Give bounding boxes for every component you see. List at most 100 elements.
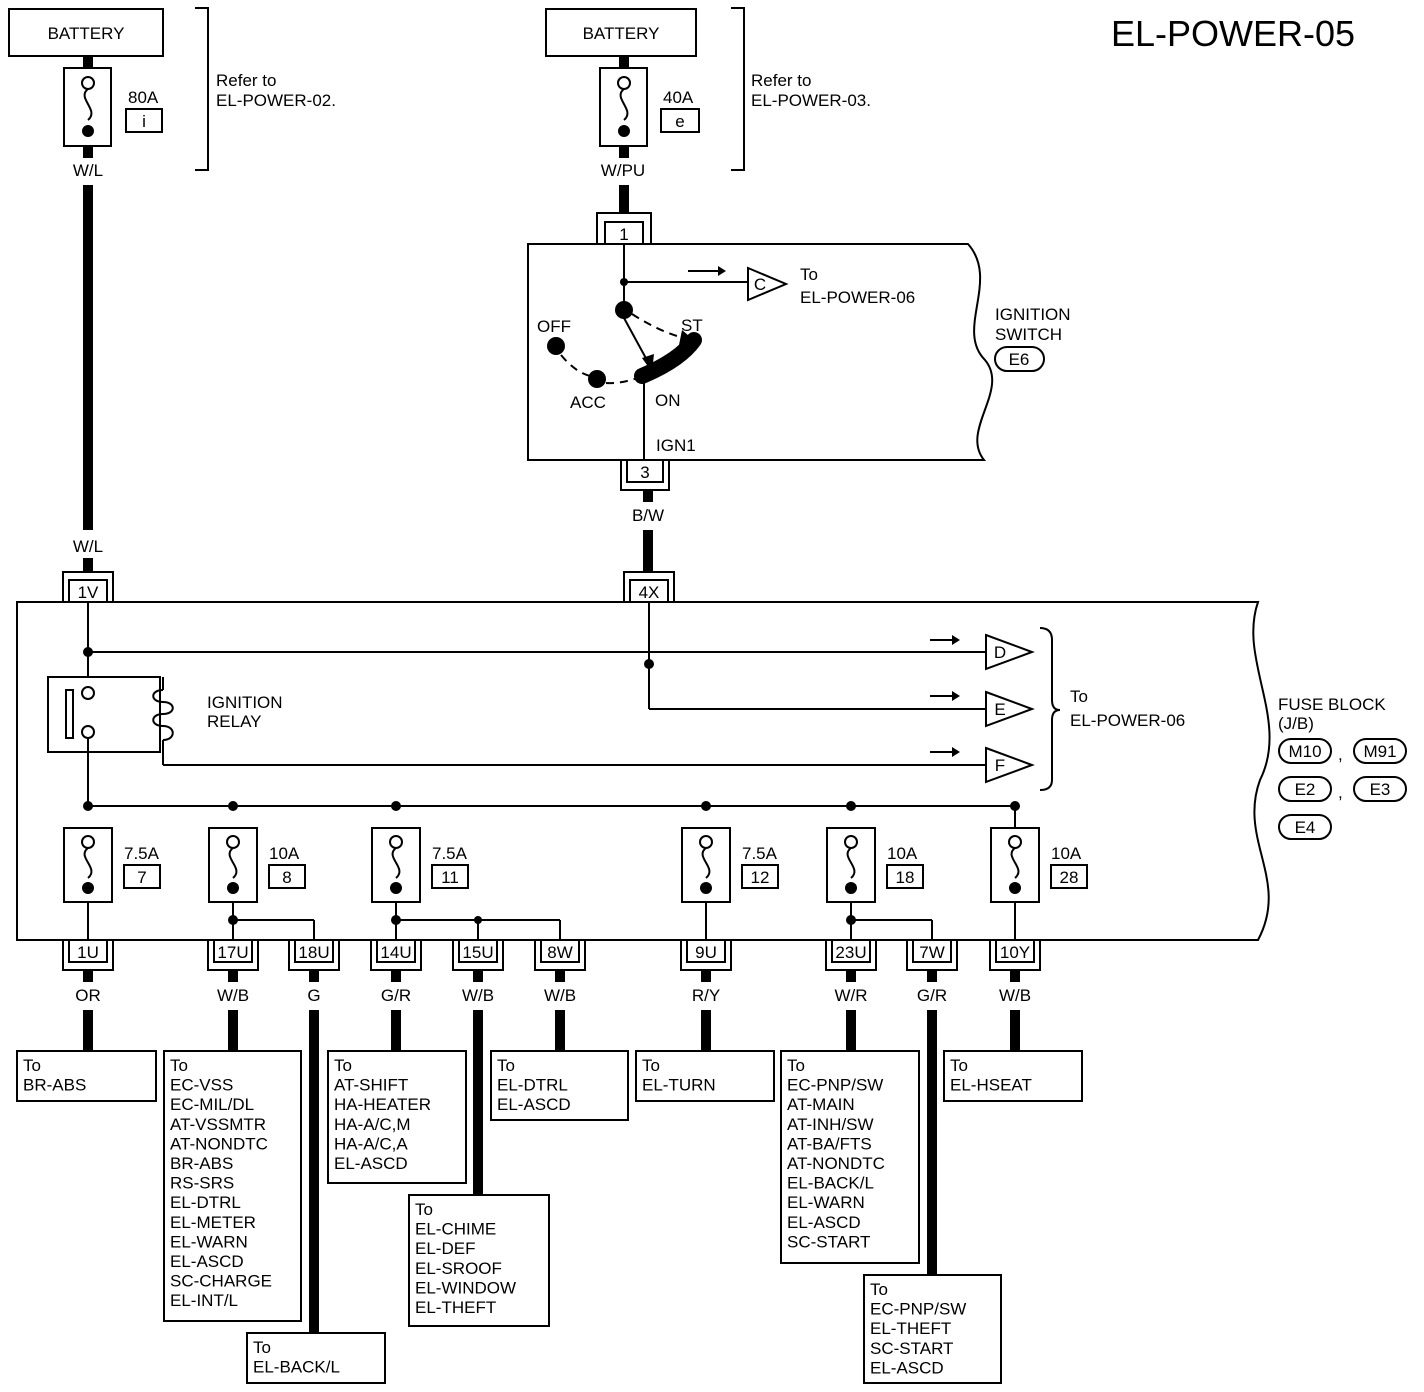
- fusible-link-40a: [599, 67, 648, 147]
- ign-to: To: [800, 265, 818, 284]
- destination-item: AT-NONDTC: [787, 1154, 885, 1173]
- output-terminal-9u: 9U R/Y: [680, 939, 732, 1051]
- destination-item: EL-SROOF: [415, 1259, 502, 1278]
- fuse-bottom-terminal: [82, 882, 94, 894]
- destination-frame: [490, 1050, 629, 1121]
- terminal-label: 9U: [695, 943, 717, 962]
- connector-c-ignition: [747, 266, 789, 302]
- fuse-40a-rating: 40A: [663, 88, 694, 107]
- svg-text:E2: E2: [1295, 780, 1316, 799]
- terminal-label: 10Y: [1000, 943, 1030, 962]
- terminal-label: 23U: [835, 943, 866, 962]
- fuse-40a-id: e: [675, 112, 684, 131]
- destination-item: EL-ASCD: [787, 1213, 861, 1232]
- destination-item: EL-WARN: [170, 1232, 248, 1251]
- svg-text:3: 3: [640, 463, 649, 482]
- fuse-number-box: [886, 864, 924, 889]
- pos-on: ON: [655, 391, 681, 410]
- fuse-top-terminal: [81, 835, 95, 849]
- fuse-number: 8: [282, 868, 291, 887]
- connector-f: F: [985, 746, 1035, 784]
- destination-to: To: [870, 1280, 888, 1299]
- svg-text:M91: M91: [1363, 742, 1396, 761]
- pos-acc: ACC: [570, 393, 606, 412]
- pos-st: ST: [681, 316, 703, 335]
- fb-dest: EL-POWER-06: [1070, 711, 1185, 730]
- battery-left: BATTERY: [8, 8, 164, 57]
- destination-box-4: ToAT-SHIFTHA-HEATERHA-A/C,MHA-A/C,AEL-AS…: [327, 1050, 467, 1184]
- destination-item: EC-PNP/SW: [870, 1300, 966, 1319]
- terminal-label: 14U: [380, 943, 411, 962]
- wire-bw: B/W: [632, 506, 664, 525]
- fuse-number-box: [1050, 864, 1088, 889]
- terminal-label: 15U: [462, 943, 493, 962]
- fuse-bottom-terminal: [700, 882, 712, 894]
- destination-item: HA-A/C,M: [334, 1115, 411, 1134]
- destination-item: EL-THEFT: [415, 1298, 496, 1317]
- destination-box-2: ToEC-VSSEC-MIL/DLAT-VSSMTRAT-NONDTCBR-AB…: [163, 1050, 302, 1322]
- ignition-switch-body: [527, 243, 994, 461]
- terminal-label: 8W: [547, 943, 573, 962]
- destination-item: AT-VSSMTR: [170, 1115, 266, 1134]
- ign-switch-connector-e6: E6: [994, 346, 1045, 372]
- fuse-bottom-terminal: [845, 882, 857, 894]
- destination-item: AT-MAIN: [787, 1095, 855, 1114]
- destination-item: EL-ASCD: [497, 1095, 571, 1114]
- fuse-amp: 10A: [269, 844, 300, 863]
- destination-item: EL-METER: [170, 1213, 256, 1232]
- destination-to: To: [170, 1056, 188, 1075]
- svg-text:E6: E6: [1009, 350, 1030, 369]
- terminal-box: [458, 939, 498, 963]
- fb-sep-1: ,: [1338, 745, 1343, 764]
- destination-item: EL-TURN: [642, 1076, 716, 1095]
- destination-to: To: [334, 1056, 352, 1075]
- destination-frame: [635, 1050, 775, 1102]
- fb-to: To: [1070, 687, 1088, 706]
- destination-to: To: [950, 1056, 968, 1075]
- wire-wl-bottom: W/L: [73, 537, 103, 556]
- svg-text:4X: 4X: [639, 583, 660, 602]
- fuse-element: [846, 847, 856, 879]
- destination-item: EL-BACK/L: [253, 1358, 340, 1377]
- refer-to-1a: Refer to: [216, 71, 276, 90]
- svg-text:C: C: [754, 275, 766, 294]
- fb-connector-e3: E3: [1353, 776, 1407, 802]
- destination-item: HA-A/C,A: [334, 1134, 408, 1153]
- destination-box-8: ToEC-PNP/SWAT-MAINAT-INH/SWAT-BA/FTSAT-N…: [780, 1050, 920, 1264]
- destination-item: EL-HSEAT: [950, 1076, 1032, 1095]
- fuse-top-terminal: [844, 835, 858, 849]
- connector-d: D: [985, 633, 1035, 671]
- fuse-number-box: [123, 864, 161, 889]
- fb-connector-e4: E4: [1278, 814, 1332, 840]
- output-terminal-8w: 8WW/B: [534, 939, 586, 1051]
- refer-to-2a: Refer to: [751, 71, 811, 90]
- wire-color: G/R: [381, 986, 411, 1005]
- refer-bracket-2: [731, 7, 745, 171]
- output-terminal-23u: 23U W/R: [825, 939, 877, 1051]
- destination-to: To: [497, 1056, 515, 1075]
- fuse-amp: 7.5A: [742, 844, 778, 863]
- fuse-bottom-terminal: [1009, 882, 1021, 894]
- terminal-box: [831, 939, 871, 963]
- refer-to-2b: EL-POWER-03.: [751, 91, 871, 110]
- refer-to-1b: EL-POWER-02.: [216, 91, 336, 110]
- terminal-box: [912, 939, 952, 963]
- destination-frame: [16, 1050, 157, 1102]
- wire-color: R/Y: [692, 986, 720, 1005]
- fuse-block-title-2: (J/B): [1278, 714, 1314, 733]
- destination-frame: [327, 1050, 467, 1184]
- destination-item: HA-HEATER: [334, 1095, 431, 1114]
- wire-color: W/R: [834, 986, 867, 1005]
- destination-item: EL-DTRL: [170, 1193, 241, 1212]
- svg-text:BATTERY: BATTERY: [583, 24, 660, 43]
- destination-item: AT-NONDTC: [170, 1134, 268, 1153]
- fuse-block-body: [16, 601, 1271, 941]
